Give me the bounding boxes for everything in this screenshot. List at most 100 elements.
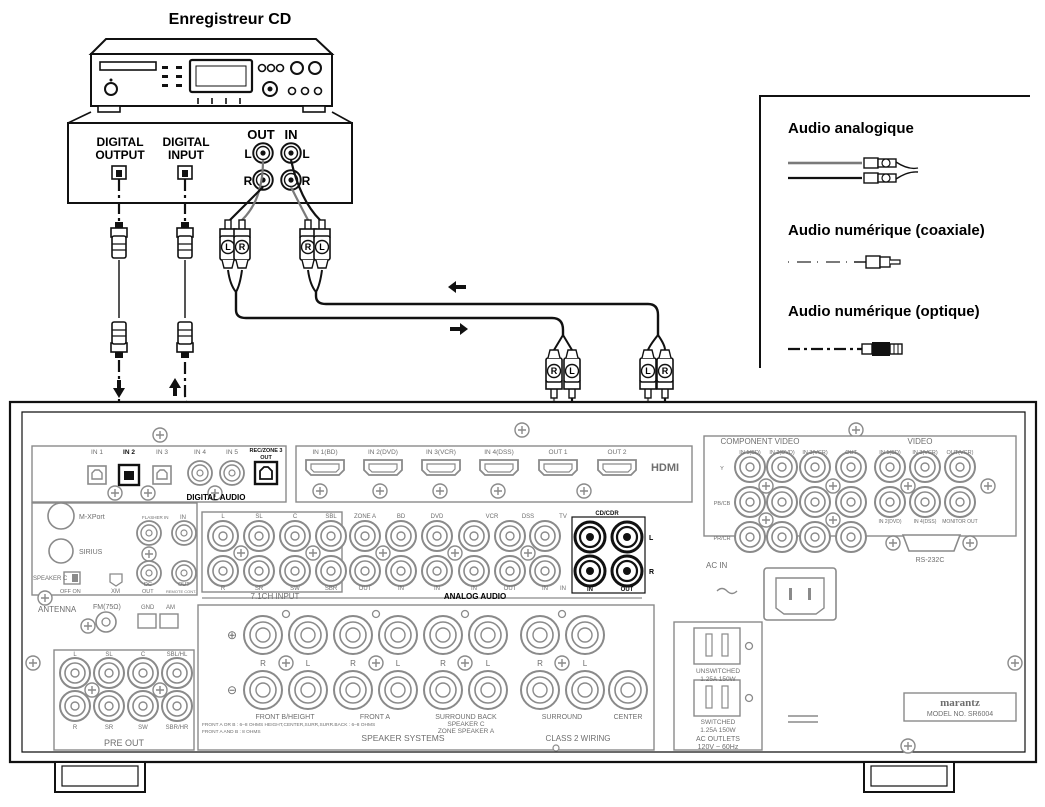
pre-out-bottom: SR xyxy=(105,725,114,731)
gnd-label: GND xyxy=(141,605,155,611)
unswitched-label: 1.25A 150W xyxy=(700,676,736,683)
receiver-side-plugs xyxy=(110,321,674,399)
spk-rl: R xyxy=(350,659,356,668)
component-col: IN 2(DVD) xyxy=(769,450,795,456)
cd-recorder-device-icon xyxy=(88,38,335,113)
model-label: MODEL NO. SR6004 xyxy=(927,711,993,718)
switched-label: 1.25A 150W xyxy=(700,727,736,734)
spk-rl: R xyxy=(440,659,446,668)
analog-bottom: IN xyxy=(560,586,566,592)
analog-col-cd: CD/CDR xyxy=(595,511,619,517)
antenna-label: ANTENNA xyxy=(38,605,77,614)
xm-label: XM xyxy=(111,589,120,595)
sirius-label: SIRIUS xyxy=(79,549,103,556)
text-layer: Enregistreur CD DIGITAL OUTPUT DIGITAL I… xyxy=(33,11,993,751)
diagram-title: Enregistreur CD xyxy=(169,11,292,28)
speaker-systems-label: SPEAKER SYSTEMS xyxy=(361,733,444,743)
front-a-label: FRONT A xyxy=(360,714,391,721)
spk-rl: L xyxy=(583,659,588,668)
dc-out-label: OUT xyxy=(142,589,154,595)
analog-bottom: OUT xyxy=(504,586,517,592)
digital-output-label-1: DIGITAL xyxy=(96,135,143,149)
dig-in-label: IN 2 xyxy=(123,449,135,456)
fine-print: FRONT A OR B : 6–8 OHMS HEIGHT,CENTER,SU… xyxy=(202,722,375,728)
plug-letter: R xyxy=(662,366,669,376)
video-col: IN 3(VCR) xyxy=(912,450,938,456)
hdmi-label: IN 2(DVD) xyxy=(368,449,398,456)
surround-back-label: ZONE SPEAKER A xyxy=(438,728,495,735)
cd-out-label: OUT xyxy=(621,587,634,593)
pre-out-top: C xyxy=(141,652,146,658)
surround-back-label: SURROUND BACK xyxy=(435,714,497,721)
pre-out-label: PRE OUT xyxy=(104,738,145,748)
off-on-label: OFF ON xyxy=(60,589,81,595)
pre-out-bottom: SBR/HR xyxy=(166,725,189,731)
dig-in-label: IN 4 xyxy=(194,449,206,456)
surround-back-label: SPEAKER C xyxy=(447,721,485,728)
spk-rl: L xyxy=(486,659,491,668)
plug-letter: L xyxy=(645,366,651,376)
component-col: OUT xyxy=(845,450,857,456)
video-bottom: MONITOR OUT xyxy=(942,519,977,525)
m-xport-label: M-XPort xyxy=(79,514,105,521)
dig-in-label: IN 3 xyxy=(156,449,168,456)
ch71-top: SL xyxy=(255,514,263,520)
ac-in-label: AC IN xyxy=(706,561,728,570)
ch71-input-label: 7.1CH INPUT xyxy=(251,592,300,601)
switched-label: SWITCHED xyxy=(701,719,736,726)
receiver-panel-graphics xyxy=(25,422,1023,754)
pre-out-bottom: R xyxy=(73,725,78,731)
spk-rl: L xyxy=(396,659,401,668)
plug-letter: L xyxy=(569,366,575,376)
legend-box xyxy=(759,95,1030,368)
hdmi-label: OUT 2 xyxy=(607,449,626,456)
plug-letter: L xyxy=(225,242,231,252)
cd-in-label: IN xyxy=(587,587,593,593)
class2-label: CLASS 2 WIRING xyxy=(546,734,611,743)
spk-rl: R xyxy=(260,659,266,668)
cd-l-label: L xyxy=(649,535,654,542)
plug-letter: R xyxy=(551,366,558,376)
video-bottom: IN 2(DVD) xyxy=(878,519,901,525)
video-label: VIDEO xyxy=(908,437,933,446)
hdmi-label: IN 1(BD) xyxy=(312,449,337,456)
arrow-left-icon xyxy=(448,281,466,293)
dig-in-label: IN 5 xyxy=(226,449,238,456)
dc-out-label: DC xyxy=(144,582,152,588)
recorder-side-plugs xyxy=(110,219,331,269)
analog-audio-label: ANALOG AUDIO xyxy=(444,592,506,601)
component-row: Y xyxy=(720,466,724,472)
surround-label: SURROUND xyxy=(542,714,582,721)
spk-rl: R xyxy=(537,659,543,668)
front-b-label: FRONT B/HEIGHT xyxy=(256,714,316,721)
pre-out-top: SBL/HL xyxy=(167,652,188,658)
plug-letter: R xyxy=(239,242,246,252)
recorder-digital-output-jack xyxy=(111,165,127,180)
video-col: OUT(VCR) xyxy=(947,450,974,456)
recorder-r-right: R xyxy=(302,174,311,188)
hdmi-logo: HDMI xyxy=(651,462,679,474)
analog-col: ZONE A xyxy=(354,514,376,520)
direction-arrows xyxy=(113,281,468,398)
spk-rl: L xyxy=(306,659,311,668)
digital-output-label-2: OUTPUT xyxy=(95,148,145,162)
ch71-bottom: R xyxy=(221,586,226,592)
ch71-bottom: SBR xyxy=(325,586,338,592)
analog-col: VCR xyxy=(486,514,499,520)
flasher-label: FLASHER IN xyxy=(142,515,169,520)
analog-bottom: IN xyxy=(542,586,548,592)
arrow-right-icon xyxy=(450,323,468,335)
ac-outlets-label: 120V ~ 60Hz xyxy=(698,744,739,751)
video-col: IN 1(BD) xyxy=(879,450,901,456)
digital-input-label-1: DIGITAL xyxy=(162,135,209,149)
hdmi-label: IN 3(VCR) xyxy=(426,449,456,456)
ch71-top: SBL xyxy=(325,514,337,520)
rec-out-label: REC/ZONE 3 xyxy=(249,448,282,454)
legend-optical: Audio numérique (optique) xyxy=(788,303,980,320)
plug-letter: R xyxy=(305,242,312,252)
ch71-top: C xyxy=(293,514,298,520)
pre-out-top: SL xyxy=(105,652,113,658)
fine-print: FRONT A AND B : 8 OHMS xyxy=(202,729,261,735)
